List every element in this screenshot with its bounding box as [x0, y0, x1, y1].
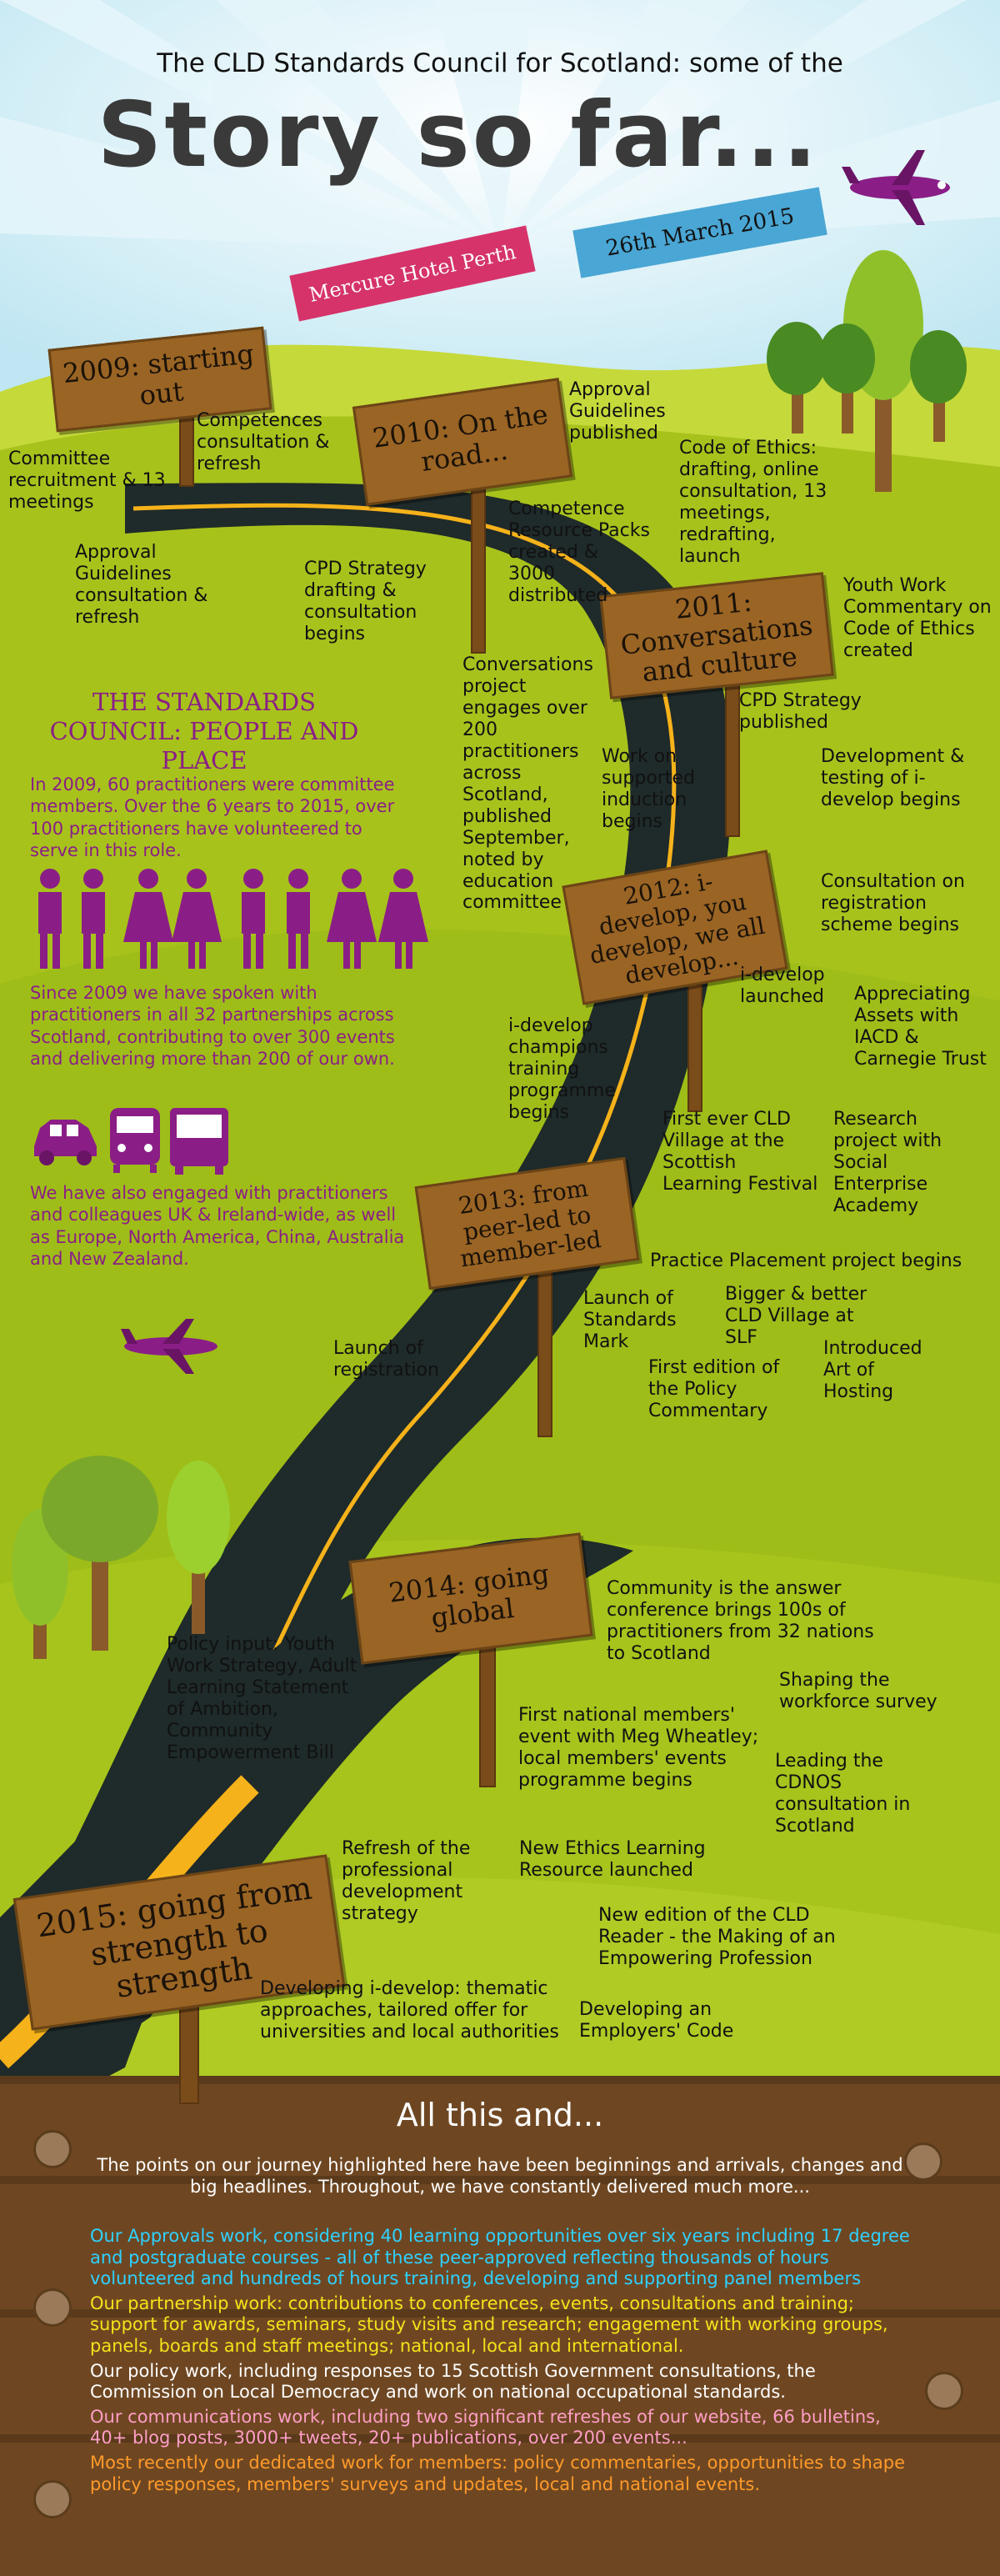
nail-icon: [925, 2372, 963, 2410]
note-idevelop-dev: Development & testing of i-develop begin…: [821, 746, 965, 810]
note-competences: Competences consultation & refresh: [197, 410, 330, 474]
people-place-para1: In 2009, 60 practitioners were committee…: [30, 774, 395, 860]
footer-communications: Our communications work, including two s…: [90, 2406, 881, 2448]
footer-partnership: Our partnership work: contributions to c…: [90, 2293, 888, 2357]
note-cld-village: First ever CLD Village at the Scottish L…: [662, 1109, 818, 1195]
note-idevelop-launched: i-develop launched: [740, 965, 825, 1007]
bus-icon: [170, 1108, 228, 1175]
note-first-national: First national members' event with Meg W…: [518, 1705, 759, 1791]
note-code-ethics: Code of Ethics: drafting, online consult…: [679, 438, 828, 567]
people-place-heading: THE STANDARDS COUNCIL: PEOPLE AND PLACE: [49, 688, 359, 774]
man-icon: [82, 869, 105, 969]
note-policy-commentary: First edition of the Policy Commentary: [648, 1357, 780, 1421]
note-thematic: Developing i-develop: thematic approache…: [260, 1978, 559, 2042]
header-title: Story so far...: [97, 83, 820, 188]
note-youth-work: Youth Work Commentary on Code of Ethics …: [843, 575, 992, 661]
woman-icon: [123, 869, 173, 969]
note-launch-registration: Launch of registration: [333, 1338, 439, 1381]
note-new-edition: New edition of the CLD Reader - the Maki…: [598, 1905, 836, 1969]
train-icon: [110, 1108, 160, 1173]
signpost-2013-post: [538, 1267, 552, 1437]
footer-members: Most recently our dedicated work for mem…: [90, 2453, 905, 2494]
signpost-2012-post: [688, 984, 702, 1112]
signpost-2014-post: [479, 1634, 496, 1787]
footer-approvals: Our Approvals work, considering 40 learn…: [90, 2226, 910, 2289]
car-icon: [34, 1120, 97, 1165]
people-place-para3: We have also engaged with practitioners …: [30, 1183, 405, 1269]
people-place-para2: Since 2009 we have spoken with practitio…: [30, 983, 395, 1069]
note-refresh-pd: Refresh of the professional development …: [342, 1838, 471, 1924]
man-icon: [242, 869, 265, 969]
footer-title: All this and...: [396, 2097, 604, 2133]
nail-icon: [33, 2480, 72, 2518]
note-bigger-village: Bigger & better CLD Village at SLF: [725, 1284, 868, 1348]
woman-icon: [172, 869, 222, 969]
transport-icons: [34, 1108, 228, 1175]
note-competence-packs: Competence Resource Packs created & 3000…: [508, 499, 650, 606]
note-approval-consult: Approval Guidelines consultation & refre…: [75, 542, 208, 628]
header-subtitle: The CLD Standards Council for Scotland: …: [157, 48, 843, 78]
signpost-2011-post: [725, 667, 740, 837]
nail-icon: [33, 2130, 72, 2168]
signpost-2010-post: [471, 484, 486, 654]
note-cpd-drafting: CPD Strategy drafting & consultation beg…: [304, 559, 427, 644]
woman-icon: [327, 869, 377, 969]
small-plane-icon: [121, 1319, 218, 1374]
note-appreciating: Appreciating Assets with IACD & Carnegie…: [854, 984, 987, 1070]
note-champions: i-develop champions training programme b…: [508, 1015, 616, 1123]
note-conversations: Conversations project engages over 200 p…: [462, 654, 593, 914]
note-community-answer: Community is the answer conference bring…: [607, 1578, 874, 1664]
note-art-hosting: Introduced Art of Hosting: [823, 1338, 922, 1402]
nail-icon: [33, 2288, 72, 2327]
note-shaping-workforce: Shaping the workforce survey: [779, 1670, 938, 1712]
people-icons: [38, 869, 428, 969]
note-research: Research project with Social Enterprise …: [833, 1109, 942, 1216]
footer-policy: Our policy work, including responses to …: [90, 2360, 816, 2403]
man-icon: [287, 869, 310, 969]
note-committee: Committee recruitment & 13 meetings: [8, 449, 166, 513]
note-cdnos: Leading the CDNOS consultation in Scotla…: [775, 1751, 911, 1837]
footer-list: Our Approvals work, considering 40 learn…: [90, 2226, 911, 2495]
note-employers-code: Developing an Employers' Code: [579, 1999, 734, 2042]
note-cpd-published: CPD Strategy published: [739, 690, 862, 733]
note-registration-consult: Consultation on registration scheme begi…: [821, 871, 965, 935]
plane-icon: [842, 150, 950, 225]
note-standards-mark: Launch of Standards Mark: [583, 1288, 677, 1352]
note-ethics-resource: New Ethics Learning Resource launched: [519, 1838, 706, 1881]
footer-intro: The points on our journey highlighted he…: [97, 2155, 903, 2197]
nail-icon: [904, 2142, 942, 2181]
note-approval-published: Approval Guidelines published: [569, 379, 666, 444]
note-policy-input: Policy input: Youth Work Strategy, Adult…: [167, 1634, 358, 1763]
man-icon: [38, 869, 62, 969]
note-supported-induction: Work on supported induction begins: [602, 746, 695, 832]
woman-icon: [378, 869, 428, 969]
note-practice-placement: Practice Placement project begins: [650, 1250, 962, 1271]
